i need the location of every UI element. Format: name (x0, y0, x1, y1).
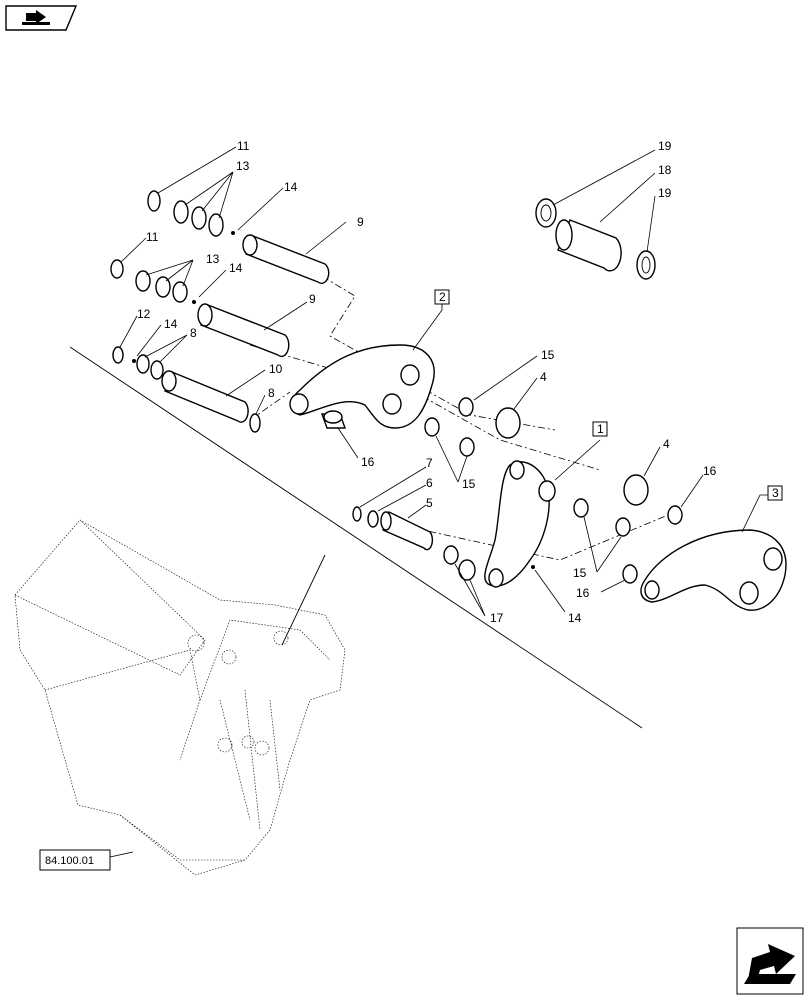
callout-box-1 (592, 421, 608, 437)
label-4: 4 (663, 437, 670, 451)
label-18: 18 (658, 163, 672, 177)
label-10: 10 (269, 362, 283, 376)
bushings (321, 397, 683, 584)
callout-box-2 (434, 289, 450, 305)
label-12: 12 (137, 307, 151, 321)
reference-link[interactable]: 84.100.01 (39, 849, 111, 871)
label-14: 14 (164, 317, 178, 331)
callout-1: 1 (597, 422, 604, 436)
label-19: 19 (658, 139, 672, 153)
label-4: 4 (540, 370, 547, 384)
link-3 (640, 529, 787, 611)
label-9: 9 (357, 215, 364, 229)
label-16: 16 (361, 455, 375, 469)
label-11: 11 (146, 230, 159, 244)
pins (161, 234, 434, 551)
label-14: 14 (568, 611, 582, 625)
leader-lines (109, 146, 770, 858)
link-2 (289, 344, 435, 429)
link-1 (484, 460, 556, 588)
label-14: 14 (284, 180, 298, 194)
label-15: 15 (541, 348, 555, 362)
reference-number[interactable]: 84.100.01 (45, 855, 94, 867)
rings (110, 190, 379, 528)
callout-3: 3 (772, 486, 779, 500)
label-17: 17 (490, 611, 504, 625)
label-11: 11 (237, 139, 250, 153)
label-14: 14 (229, 261, 243, 275)
label-19: 19 (658, 186, 672, 200)
label-16: 16 (576, 586, 590, 600)
label-9: 9 (309, 292, 316, 306)
label-8: 8 (190, 326, 197, 340)
next-page-arrow-icon[interactable] (736, 927, 804, 995)
label-6: 6 (426, 476, 433, 490)
label-13: 13 (236, 159, 250, 173)
label-8: 8 (268, 386, 275, 400)
label-16: 16 (703, 464, 717, 478)
callout-2: 2 (439, 290, 446, 304)
label-5: 5 (426, 496, 433, 510)
label-13: 13 (206, 252, 220, 266)
bearing-kit (535, 198, 656, 280)
separator-lines (69, 346, 643, 729)
part-labels: 11 13 14 9 11 13 14 9 12 14 8 10 8 16 15… (137, 139, 717, 625)
book-arrow-icon[interactable] (5, 5, 78, 31)
callout-box-3 (767, 485, 783, 501)
bucket-assembly (14, 519, 346, 876)
label-7: 7 (426, 456, 433, 470)
label-15: 15 (573, 566, 587, 580)
callout-boxes: 2 1 3 (434, 289, 783, 501)
label-15: 15 (462, 477, 476, 491)
